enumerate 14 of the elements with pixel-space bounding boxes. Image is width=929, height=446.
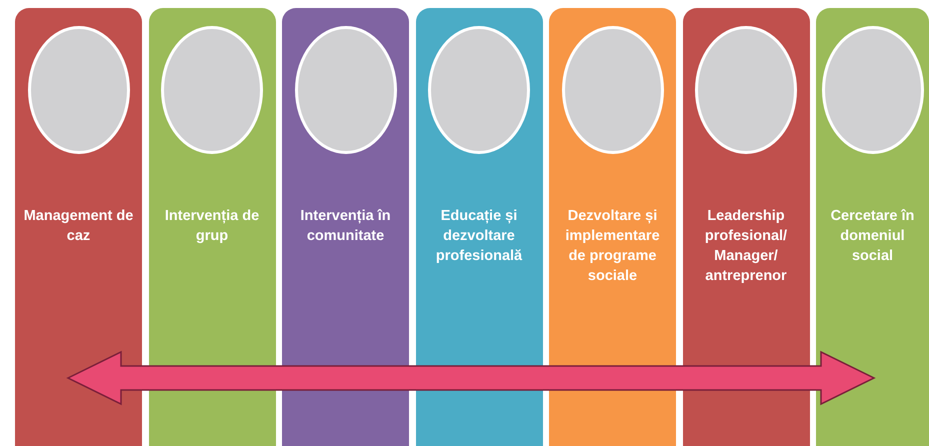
column-label: Management de caz [22, 207, 134, 246]
column-panel [282, 8, 409, 446]
column-label: Intervenția de grup [164, 207, 260, 246]
column-panel [416, 8, 542, 446]
column-panel [549, 8, 676, 446]
column-panel [682, 8, 810, 446]
column-panel [816, 8, 929, 446]
column-label: Intervenția în comunitate [299, 207, 392, 246]
column-label: Dezvoltare și implementare de programe sociale [564, 207, 661, 286]
column-panel [148, 8, 276, 446]
column-panel [15, 8, 142, 446]
column-label: Leadership profesional/ Manager/ antreprenor [704, 207, 788, 286]
column-label: Educație și dezvoltare profesională [434, 207, 524, 266]
column-label: Cercetare în domeniul social [830, 207, 916, 266]
